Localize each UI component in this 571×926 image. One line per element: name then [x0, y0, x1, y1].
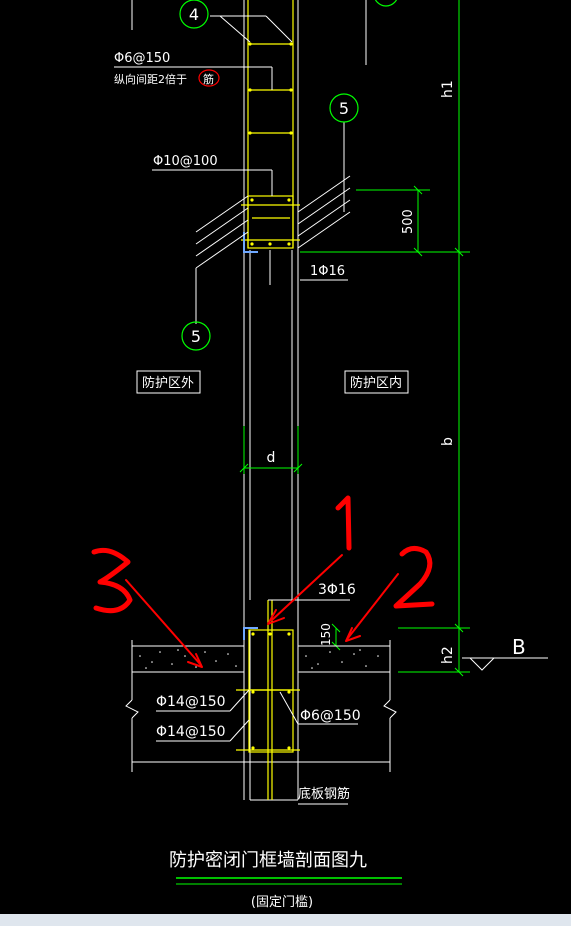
level-b-label: B	[512, 635, 526, 659]
selection-corner-lower	[243, 627, 258, 640]
rebar-phi14-label-1: Φ14@150	[156, 694, 226, 710]
callout-partial-circle	[374, 0, 398, 7]
handwritten-marks	[91, 495, 435, 668]
lower-rebar-cage	[236, 600, 300, 800]
handwritten-mark-1	[267, 495, 352, 625]
level-marker	[462, 657, 548, 671]
leader-lines-lower	[156, 599, 358, 805]
concrete-hatch	[139, 649, 379, 669]
zone-inside-box	[344, 370, 409, 394]
drawing-subtitle: (固定门槛)	[251, 895, 313, 910]
handwritten-mark-2	[345, 546, 435, 642]
upper-rebar-cage	[241, 0, 300, 249]
lower-rebar-dots	[251, 632, 291, 750]
floor-slab	[125, 630, 397, 801]
upper-rebar-dots	[248, 42, 293, 246]
dim-d-label: d	[267, 450, 276, 466]
red-annotation-circle	[198, 69, 220, 87]
zone-inside-label: 防护区内	[350, 375, 402, 391]
dim-b-label: b	[440, 437, 456, 446]
callout-5-upper-circle	[329, 93, 359, 123]
window-bottom-strip	[0, 914, 571, 926]
stirrup-note: Φ6@150	[114, 51, 170, 66]
stirrup-note-red: 筋	[203, 72, 214, 86]
dim-500-label: 500	[401, 209, 416, 234]
callout-4-circle	[179, 0, 209, 29]
rebar-phi14-label-2: Φ14@150	[156, 724, 226, 740]
dim-150-label: 150	[319, 623, 333, 646]
callout-5-lower-label: 5	[191, 327, 201, 346]
stirrup-note-2: 纵向间距2倍于	[114, 72, 187, 86]
rebar-3phi16-label: 3Φ16	[318, 582, 356, 598]
dimension-lines	[239, 0, 470, 677]
selection-corner-upper	[243, 232, 258, 253]
handwritten-mark-3	[91, 547, 203, 668]
rebar-phi6-label: Φ6@150	[300, 708, 361, 724]
base-rebar-label: 底板钢筋	[298, 786, 350, 802]
zone-outside-box	[136, 370, 201, 394]
callout-5-upper-label: 5	[339, 99, 349, 118]
rebar-top-label: Φ10@100	[153, 154, 218, 169]
zone-outside-label: 防护区外	[142, 375, 194, 391]
diagonal-bands	[195, 175, 351, 269]
drawing-title: 防护密闭门框墙剖面图九	[169, 850, 367, 871]
rebar-1phi16-label: 1Φ16	[310, 264, 345, 279]
callout-4-label: 4	[189, 5, 199, 24]
callout-5-lower-circle	[181, 321, 211, 351]
dim-h1-label: h1	[440, 80, 456, 98]
dim-h2-label: h2	[440, 646, 456, 664]
callout-bubbles	[179, 0, 398, 351]
leader-lines-upper	[114, 15, 348, 324]
